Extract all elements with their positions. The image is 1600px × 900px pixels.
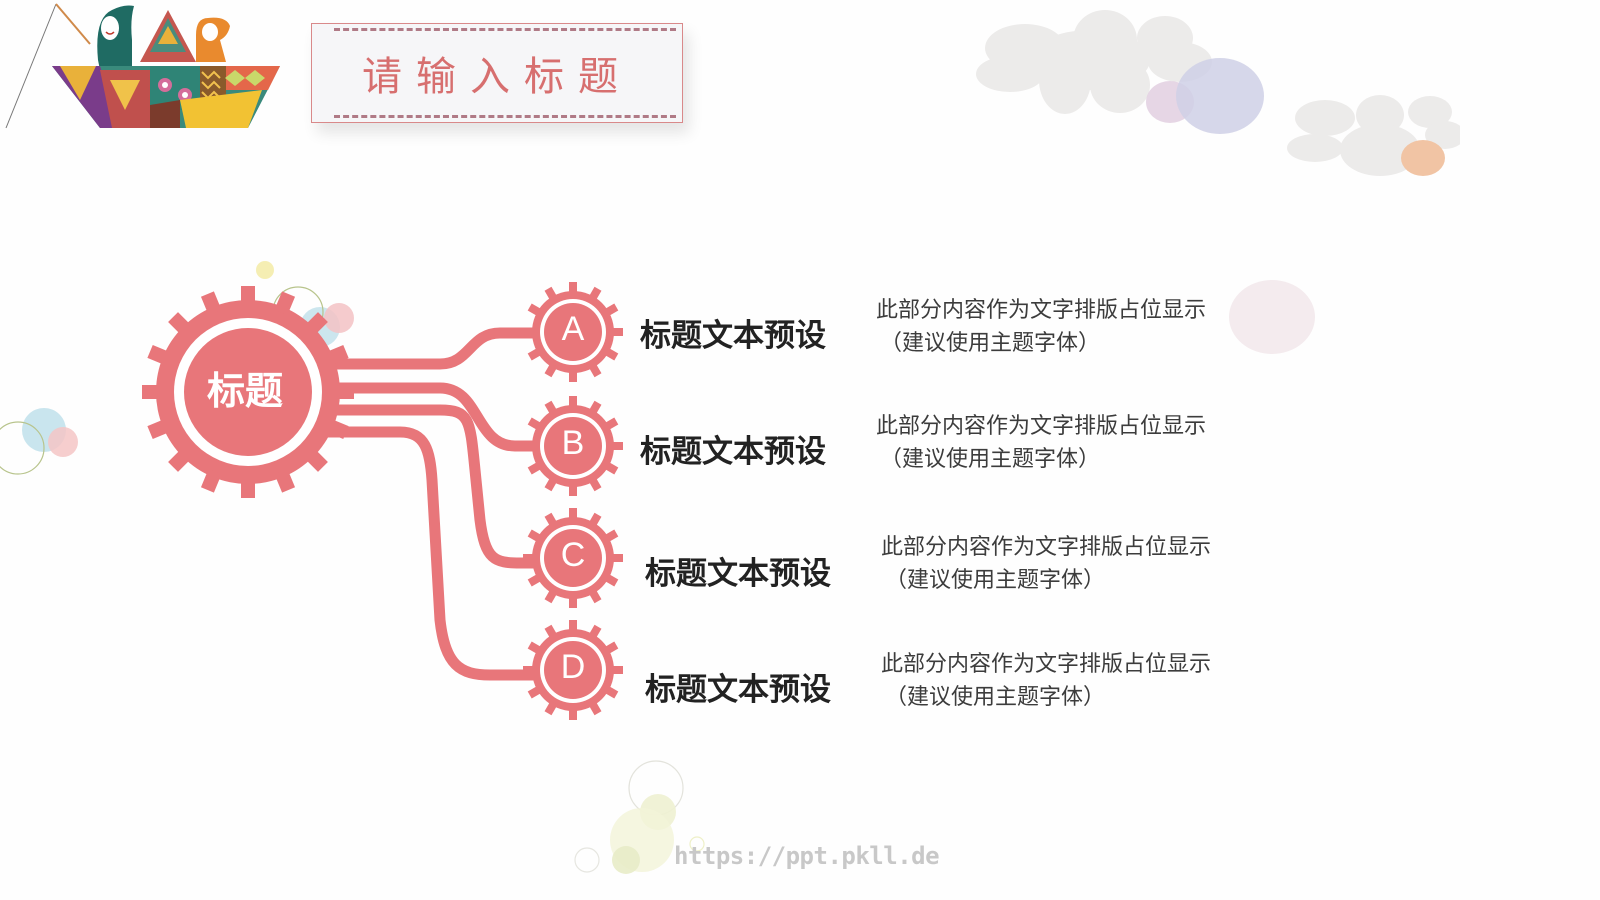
bubble-decoration-left: [0, 408, 78, 475]
item-b-title[interactable]: 标题文本预设: [640, 434, 826, 470]
bubble-decoration-bottom: [574, 760, 705, 874]
bubble-decoration-right: [1229, 280, 1315, 354]
hub-label[interactable]: 标题: [206, 369, 283, 413]
slide-title[interactable]: 请输入标题: [362, 54, 632, 100]
title-dashed-border-bottom: [334, 115, 676, 118]
item-b-description[interactable]: 此部分内容作为文字排版占位显示 （建议使用主题字体）: [876, 410, 1206, 476]
node-a-letter: A: [561, 310, 585, 348]
item-a-title[interactable]: 标题文本预设: [640, 318, 826, 354]
item-b-desc-line2: （建议使用主题字体）: [880, 447, 1101, 472]
watermark-text: https://ppt.pkll.de: [674, 842, 940, 870]
title-box[interactable]: 请输入标题: [311, 23, 683, 123]
item-a-desc-line2: （建议使用主题字体）: [880, 331, 1101, 356]
item-d-desc-line1: 此部分内容作为文字排版占位显示: [881, 652, 1212, 677]
item-d-title[interactable]: 标题文本预设: [645, 672, 831, 708]
item-b-desc-line1: 此部分内容作为文字排版占位显示: [876, 414, 1207, 439]
node-b-letter: B: [561, 424, 585, 462]
item-d-desc-line2: （建议使用主题字体）: [885, 685, 1106, 710]
item-c-description[interactable]: 此部分内容作为文字排版占位显示 （建议使用主题字体）: [881, 531, 1211, 597]
item-d-description[interactable]: 此部分内容作为文字排版占位显示 （建议使用主题字体）: [881, 648, 1211, 714]
item-a-desc-line1: 此部分内容作为文字排版占位显示: [876, 298, 1207, 323]
item-a-description[interactable]: 此部分内容作为文字排版占位显示 （建议使用主题字体）: [876, 294, 1206, 360]
item-c-title[interactable]: 标题文本预设: [645, 556, 831, 592]
item-c-desc-line2: （建议使用主题字体）: [885, 568, 1106, 593]
cloud-decoration: [976, 10, 1460, 176]
title-dashed-border-top: [334, 28, 676, 31]
node-d-letter: D: [560, 648, 586, 686]
node-c-letter: C: [560, 536, 586, 574]
item-c-desc-line1: 此部分内容作为文字排版占位显示: [881, 535, 1212, 560]
paper-boat-illustration: [5, 3, 280, 129]
